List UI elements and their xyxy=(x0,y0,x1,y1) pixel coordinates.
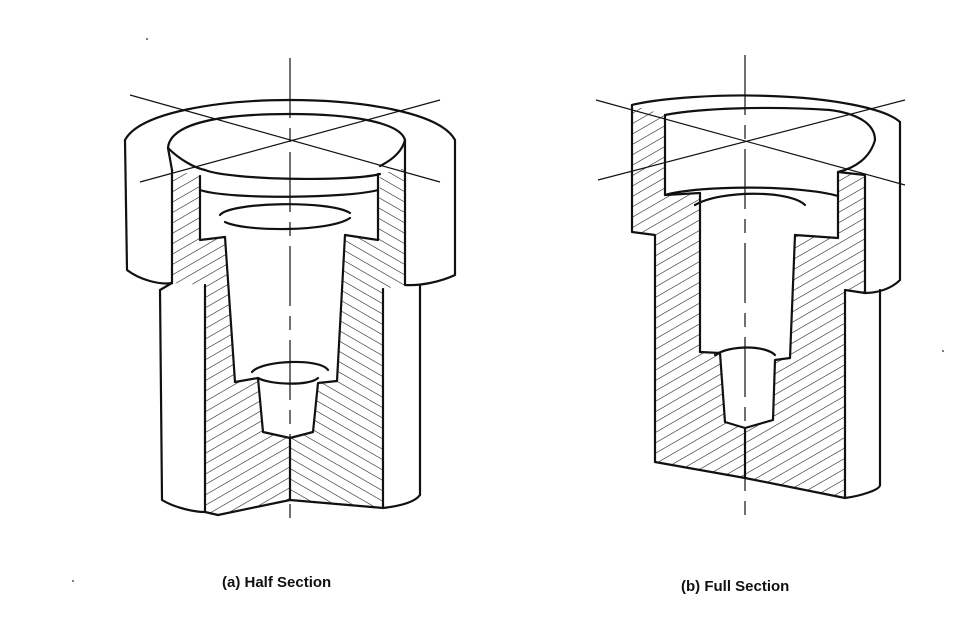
scan-speck xyxy=(146,38,148,40)
caption-half-section: (a) Half Section xyxy=(222,574,332,591)
scan-speck xyxy=(72,580,74,582)
full-section-centerlines xyxy=(595,55,906,520)
full-section-hatch-left xyxy=(632,105,745,478)
half-section-hatch-right xyxy=(290,168,405,508)
full-section-drawing xyxy=(630,94,902,500)
full-section-hatch-right xyxy=(745,172,865,498)
caption-full-section: (b) Full Section xyxy=(681,578,790,595)
half-section-hatch-left xyxy=(172,170,290,515)
half-section-centerlines xyxy=(129,58,441,525)
scan-speck xyxy=(942,350,944,352)
